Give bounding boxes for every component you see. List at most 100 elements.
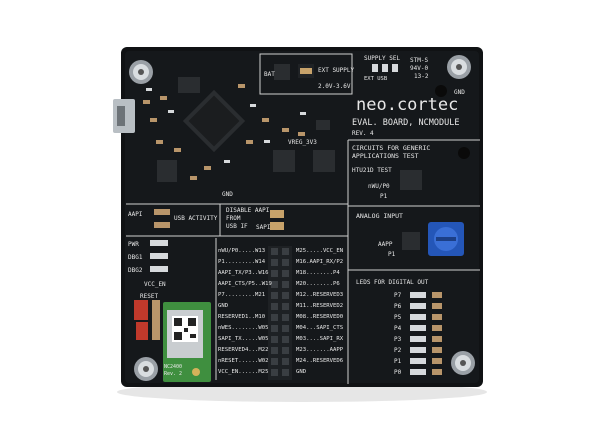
header-pin xyxy=(282,369,289,376)
analog-input-label: ANALOG INPUT xyxy=(356,212,403,220)
right-pin-label: M23.......AAPP xyxy=(296,347,344,353)
right-pin-label: M03....SAPI_RX xyxy=(296,336,344,342)
left-pin-label: AAPI_CTS/P5..W19 xyxy=(218,281,272,287)
led-label: P6 xyxy=(394,303,402,310)
led xyxy=(410,347,426,353)
header-pin xyxy=(282,259,289,266)
aapp-label: AAPP xyxy=(378,241,393,248)
htu-test-label: HTU21D TEST xyxy=(352,167,392,174)
p1-label: P1 xyxy=(380,193,388,200)
header-pin xyxy=(271,325,278,332)
ext-supply-label: EXT SUPPLY xyxy=(318,67,355,74)
right-pin-label: M04...SAPI_CTS xyxy=(296,325,343,331)
left-pin-label: AAPI_TX/P3..W16 xyxy=(218,270,269,276)
led xyxy=(410,314,426,320)
reset-button xyxy=(134,300,148,320)
resistor xyxy=(432,369,442,375)
usb-activity-label: USB ACTIVITY xyxy=(174,215,218,222)
aapi-label: AAPI xyxy=(128,211,143,218)
dbg1-label: DBG1 xyxy=(128,254,143,261)
header-pin xyxy=(271,292,278,299)
header-pin xyxy=(282,248,289,255)
p1b-label: P1 xyxy=(388,251,396,258)
module-rev: Rev. 2 xyxy=(164,371,182,377)
potentiometer xyxy=(428,222,464,256)
leds-title: LEDS FOR DIGITAL OUT xyxy=(356,279,429,286)
header-pin xyxy=(271,259,278,266)
right-pin-label: M25.....VCC_EN xyxy=(296,248,343,254)
supply-sel-label: SUPPLY SEL xyxy=(364,55,401,62)
right-pin-label: M24..RESERVED6 xyxy=(296,358,343,364)
right-pin-label: M18........P4 xyxy=(296,270,340,276)
right-pin-label: GND xyxy=(296,369,307,375)
supply-ext-usb-label: EXT USB xyxy=(364,76,388,82)
resistor xyxy=(432,325,442,331)
resistor xyxy=(432,303,442,309)
left-pin-label: SAPI_TX.....W05 xyxy=(218,336,269,342)
right-pin-label: M20........P6 xyxy=(296,281,340,287)
header-pin xyxy=(271,314,278,321)
header-pin xyxy=(282,336,289,343)
header-pin xyxy=(282,281,289,288)
pin-header xyxy=(268,246,292,380)
header-pin xyxy=(271,347,278,354)
cert-code: 94V-0 xyxy=(410,65,428,72)
right-pin-label: M12..RESERVED3 xyxy=(296,292,343,298)
left-pin-label: RESERVED1..M10 xyxy=(218,314,265,320)
header-pin xyxy=(282,303,289,310)
vreg-label: VREG_3V3 xyxy=(288,139,317,146)
header-pin xyxy=(282,314,289,321)
sapi-label: SAPI xyxy=(256,224,271,231)
header-pin xyxy=(271,336,278,343)
date-code: 13-2 xyxy=(414,73,429,80)
left-pin-label: P7.........M21 xyxy=(218,292,265,298)
header-pin xyxy=(282,358,289,365)
right-pin-label: M11..RESERVED2 xyxy=(296,303,343,309)
ext-supply-range: 2.0V-3.6V xyxy=(318,83,351,90)
header-pin xyxy=(271,248,278,255)
subtitle-text: EVAL. BOARD, NCMODULE xyxy=(352,118,459,128)
header-pin xyxy=(271,303,278,310)
led-label: P3 xyxy=(394,336,402,343)
header-pin xyxy=(282,325,289,332)
led-label: P5 xyxy=(394,314,402,321)
led-label: P0 xyxy=(394,369,402,376)
led xyxy=(410,292,426,298)
pwr-label: PWR xyxy=(128,241,139,248)
led xyxy=(410,336,426,342)
left-pin-label: nWES........W05 xyxy=(218,325,269,331)
resistor xyxy=(432,314,442,320)
nwu-label: nWU/P0 xyxy=(368,183,390,190)
module-code: NC2400 xyxy=(164,364,182,370)
resistor xyxy=(432,347,442,353)
led-label: P7 xyxy=(394,292,402,299)
mcu-chip xyxy=(182,89,246,153)
left-pin-label: VCC_EN......M25 xyxy=(218,369,269,375)
led-label: P4 xyxy=(394,325,402,332)
led xyxy=(410,325,426,331)
left-pin-label: P1.........W14 xyxy=(218,259,266,265)
header-pin xyxy=(271,358,278,365)
header-pin xyxy=(271,281,278,288)
right-pin-label: M08..RESERVED0 xyxy=(296,314,343,320)
right-pin-label: M16.AAPI_RX/P2 xyxy=(296,259,343,265)
brand-text: neo.cortec xyxy=(356,95,458,115)
header-pin xyxy=(271,369,278,376)
gnd-mid-label: GND xyxy=(222,191,233,198)
header-pin xyxy=(282,292,289,299)
left-pin-label: nWU/P0.....W13 xyxy=(218,248,265,254)
left-pin-label: GND xyxy=(218,303,229,309)
resistor xyxy=(432,336,442,342)
rev-text: REV. 4 xyxy=(352,130,374,137)
gnd-top-label: GND xyxy=(454,89,465,96)
led-label: P2 xyxy=(394,347,402,354)
screw-icon xyxy=(129,55,475,381)
resistor xyxy=(432,292,442,298)
led xyxy=(410,358,426,364)
led xyxy=(410,369,426,375)
led-label: P1 xyxy=(394,358,402,365)
dbg2-label: DBG2 xyxy=(128,267,143,274)
